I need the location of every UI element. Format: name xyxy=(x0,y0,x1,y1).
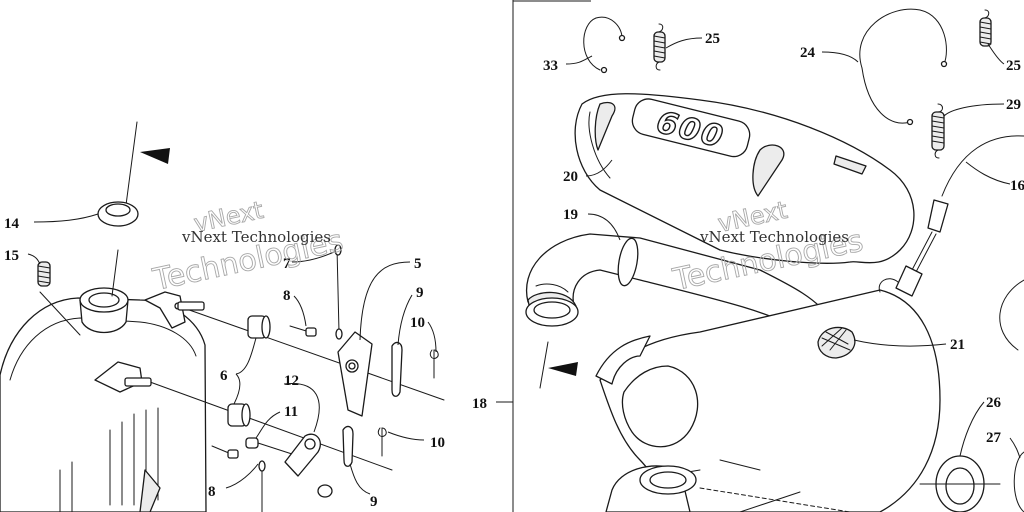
right-callouts: 33 25 24 25 29 20 16 19 21 26 27 xyxy=(543,31,1024,446)
callout-20: 20 xyxy=(563,169,578,185)
part-nut xyxy=(317,484,333,498)
direction-flag-staff-right xyxy=(539,341,549,389)
part-hairpin-lower xyxy=(377,427,387,457)
part-bracket-12 xyxy=(284,433,321,477)
callout-18: 18 xyxy=(472,396,487,412)
grommet-axis xyxy=(111,249,119,297)
part-rubber-mount-upper xyxy=(247,315,271,339)
mounting-axis-upper xyxy=(177,305,445,401)
left-leaders xyxy=(27,213,437,495)
part-expansion-chamber: 600 xyxy=(574,93,915,264)
part-band-clamp-24 xyxy=(859,8,948,126)
part-pin-upper xyxy=(289,325,317,337)
direction-flag-arrow xyxy=(140,148,170,164)
callout-10-upper: 10 xyxy=(410,315,425,331)
part-spring-25 xyxy=(653,23,666,71)
part-hairpin-upper xyxy=(429,349,439,379)
callout-11: 11 xyxy=(284,404,298,420)
part-grommet xyxy=(97,201,139,227)
part-bolt-11 xyxy=(245,437,293,455)
callout-25-right: 25 xyxy=(1006,58,1021,74)
callout-24: 24 xyxy=(800,45,816,61)
part-silencer-body xyxy=(595,278,941,512)
callout-5: 5 xyxy=(414,256,422,272)
callout-7: 7 xyxy=(283,256,291,272)
direction-flag-arrow-right xyxy=(548,362,578,376)
part-clip-plate-lower xyxy=(342,425,354,467)
part-muffler-body xyxy=(0,287,207,512)
part-pin-lower xyxy=(211,445,266,512)
watermark-right-small: vNext Technologies xyxy=(699,228,849,246)
callout-9-lower: 9 xyxy=(370,494,378,510)
callout-25: 25 xyxy=(705,31,720,47)
part-spring-25-right xyxy=(979,9,992,47)
callout-29: 29 xyxy=(1006,97,1021,113)
assembly-group-bracket: 18 xyxy=(472,0,591,512)
spring-axis xyxy=(39,291,81,336)
callout-8-upper: 8 xyxy=(283,288,291,304)
part-bolt-upper xyxy=(177,301,205,311)
part-rubber-mount-lower xyxy=(227,403,251,427)
callout-21: 21 xyxy=(950,337,965,353)
right-assembly: 600 xyxy=(525,8,1024,512)
callout-19: 19 xyxy=(563,207,578,223)
callout-10-lower: 10 xyxy=(430,435,445,451)
callout-27: 27 xyxy=(986,430,1002,446)
callout-26: 26 xyxy=(986,395,1002,411)
callout-33: 33 xyxy=(543,58,558,74)
part-clip-plate-upper xyxy=(391,341,403,397)
chamber-logo: 600 xyxy=(631,98,751,158)
part-sensor-wire xyxy=(895,135,1024,297)
direction-flag-staff xyxy=(125,121,138,206)
part-spring-29 xyxy=(931,103,945,159)
callout-9-upper: 9 xyxy=(416,285,424,301)
left-assembly xyxy=(0,121,445,512)
right-leaders xyxy=(565,37,1021,459)
part-head-pipe xyxy=(525,233,831,331)
callout-14: 14 xyxy=(4,216,20,232)
part-spring xyxy=(37,261,51,287)
part-band-clamp-right xyxy=(999,279,1024,351)
callout-12: 12 xyxy=(284,373,299,389)
callout-16: 16 xyxy=(1010,178,1024,194)
left-callouts: 14 15 7 8 5 9 10 6 12 11 10 8 9 xyxy=(4,216,445,510)
callout-15: 15 xyxy=(4,248,19,264)
part-bolt-lower xyxy=(124,377,152,387)
part-seal-ring-27 xyxy=(1013,451,1024,512)
part-bracket-plate xyxy=(337,331,373,417)
outlet-axis xyxy=(699,487,851,512)
part-clamp-33 xyxy=(583,17,601,71)
part-rod xyxy=(334,244,343,340)
callout-8-lower: 8 xyxy=(208,484,216,500)
callout-6: 6 xyxy=(220,368,228,384)
watermark-left-small: vNext Technologies xyxy=(181,228,331,246)
watermark-left: vNext Technologies vNext Technologies xyxy=(149,195,347,298)
logo-text: 600 xyxy=(653,105,728,156)
